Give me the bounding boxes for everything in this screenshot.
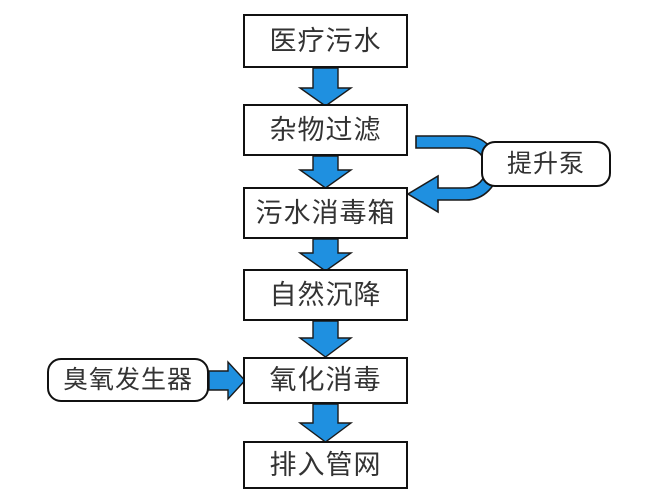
node-medical-wastewater[interactable]: 医疗污水 <box>243 14 408 68</box>
arrow-down-5 <box>297 403 354 443</box>
node-oxidation-disinfection[interactable]: 氧化消毒 <box>243 357 408 404</box>
node-label: 污水消毒箱 <box>255 197 396 228</box>
arrow-down-4 <box>297 320 354 358</box>
node-label: 自然沉降 <box>269 279 382 310</box>
node-label: 臭氧发生器 <box>62 366 193 394</box>
arrow-down-1 <box>297 67 354 107</box>
node-sewage-disinfection-tank[interactable]: 污水消毒箱 <box>243 187 408 239</box>
node-label: 提升泵 <box>506 150 585 178</box>
arrow-down-3 <box>297 238 354 272</box>
node-ozone-generator[interactable]: 臭氧发生器 <box>47 358 209 402</box>
arrow-down-2 <box>297 155 354 189</box>
node-lift-pump[interactable]: 提升泵 <box>481 141 611 187</box>
node-label: 排入管网 <box>269 449 382 480</box>
node-natural-settling[interactable]: 自然沉降 <box>243 269 408 321</box>
arrow-right-ozone <box>208 360 246 401</box>
node-discharge-to-pipe-network[interactable]: 排入管网 <box>243 441 408 489</box>
node-label: 杂物过滤 <box>269 114 382 145</box>
node-label: 医疗污水 <box>269 25 382 56</box>
node-label: 氧化消毒 <box>269 365 382 395</box>
node-debris-filter[interactable]: 杂物过滤 <box>243 104 408 156</box>
